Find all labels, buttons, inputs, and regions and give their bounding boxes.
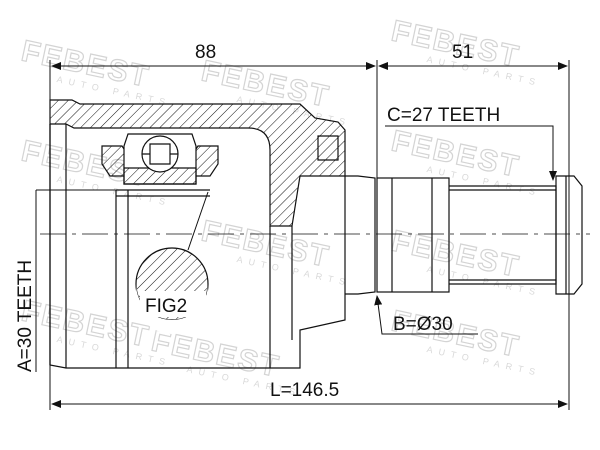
fig2-label: FIG2 [145,296,187,317]
diameter-label: B=Ø30 [393,314,453,335]
shaft-length-label: 51 [452,42,473,63]
housing-length-label: 88 [195,42,216,63]
diameter-leader [374,295,478,335]
total-length-label: L=146.5 [270,380,339,401]
outer-teeth-label: A=30 TEETH [15,260,36,372]
housing-body [49,99,346,369]
outer-teeth-leader [35,189,116,372]
fig2-callout [135,191,209,334]
inner-teeth-label: C=27 TEETH [387,105,500,126]
cage-detail [101,133,219,185]
splined-shaft [345,175,583,295]
inner-teeth-leader [385,125,557,181]
